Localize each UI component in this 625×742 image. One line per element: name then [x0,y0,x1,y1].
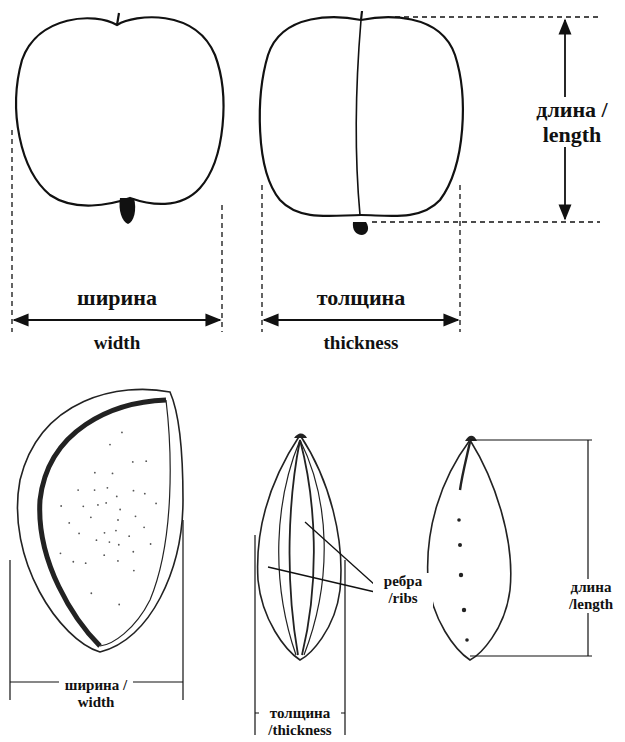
seed-rib [300,440,324,655]
extension-line [12,17,600,332]
dimension-arrow [14,20,565,320]
seed-tip [294,434,307,439]
dimension-label: width [70,332,164,354]
apple-midline [356,20,361,215]
dimension-label: thickness [304,332,418,354]
calyx [353,222,368,235]
seed-raphe-dot [457,518,469,642]
seed-outline [428,440,511,660]
dimension-label: ширина / width [59,677,133,712]
seed-rib [290,440,300,655]
calyx [119,198,135,224]
apple-stem [117,13,119,25]
seed-texture [60,432,157,606]
dimension-label: толщина /thickness [259,705,341,740]
dimension-label: длина / length [522,97,622,148]
seed-inner-edge [40,400,166,646]
seed-outline [17,389,183,652]
dimension-label: длина /length [560,579,622,614]
seed-rib [300,440,314,655]
leader-line [268,522,375,592]
apple-outline [16,17,223,205]
dimension-label: ребра /ribs [373,573,433,608]
apple-stem [361,11,362,20]
seed-rib [279,440,300,655]
seed-outline [258,435,341,660]
seed-inner-edge [100,400,170,646]
dimension-label: ширина [55,285,179,310]
seed-raphe [460,442,470,490]
dimension-label: толщина [299,285,423,310]
dimension-bracket [10,440,592,735]
apple-outline [260,17,463,216]
